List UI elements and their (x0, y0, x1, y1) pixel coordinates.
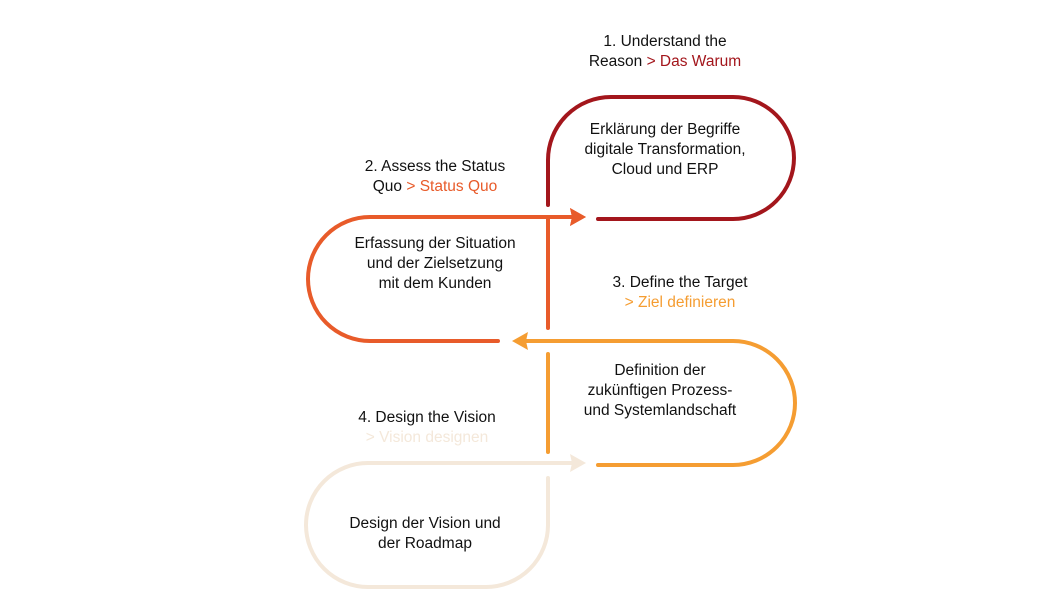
step2-heading-line1: 2. Assess the Status (364, 158, 506, 175)
step2-desc-line2: und der Zielsetzung (366, 255, 504, 272)
step1-subtitle: > Das Warum (646, 53, 742, 70)
step1-heading: 1. Understand the Reason > Das Warum (570, 32, 760, 72)
step2-description: Erfassung der Situation und der Zielsetz… (335, 234, 535, 294)
step1-heading-line1: 1. Understand the (603, 33, 727, 50)
step1-desc-line1: Erklärung der Begriffe (589, 121, 741, 138)
step4-subtitle: > Vision designen (365, 429, 489, 446)
step2-heading-line2: Quo (372, 178, 403, 195)
step2-arrowhead (570, 208, 586, 226)
step4-heading: 4. Design the Vision > Vision designen (337, 408, 517, 448)
step3-heading-line1: 3. Define the Target (612, 274, 748, 291)
step1-desc-line3: Cloud und ERP (611, 161, 719, 178)
step3-desc-line3: und Systemlandschaft (583, 402, 737, 419)
step3-subtitle: > Ziel definieren (624, 294, 736, 311)
step4-arrowhead (570, 454, 586, 472)
step1-description: Erklärung der Begriffe digitale Transfor… (565, 120, 765, 180)
step3-loop (520, 339, 797, 467)
step2-heading: 2. Assess the Status Quo > Status Quo (340, 157, 530, 197)
step2-desc-line3: mit dem Kunden (378, 275, 492, 292)
step3-arrowhead (512, 332, 528, 350)
step4-heading-line1: 4. Design the Vision (358, 409, 496, 426)
step3-desc-line2: zukünftigen Prozess- (587, 382, 733, 399)
step1-heading-line2: Reason (588, 53, 643, 70)
step2-desc-line1: Erfassung der Situation (354, 235, 516, 252)
step3-description: Definition der zukünftigen Prozess- und … (560, 361, 760, 421)
step3-desc-line1: Definition der (614, 362, 706, 379)
step4-desc-line2: der Roadmap (378, 535, 472, 552)
step2-loop (306, 215, 580, 343)
step4-desc-line1: Design der Vision und (349, 515, 501, 532)
step1-path (546, 95, 796, 221)
step3-heading: 3. Define the Target > Ziel definieren (590, 273, 770, 313)
step4-path (304, 461, 580, 589)
step4-description: Design der Vision und der Roadmap (325, 514, 525, 554)
step2-subtitle: > Status Quo (406, 178, 498, 195)
step1-desc-line2: digitale Transformation, (584, 141, 746, 158)
